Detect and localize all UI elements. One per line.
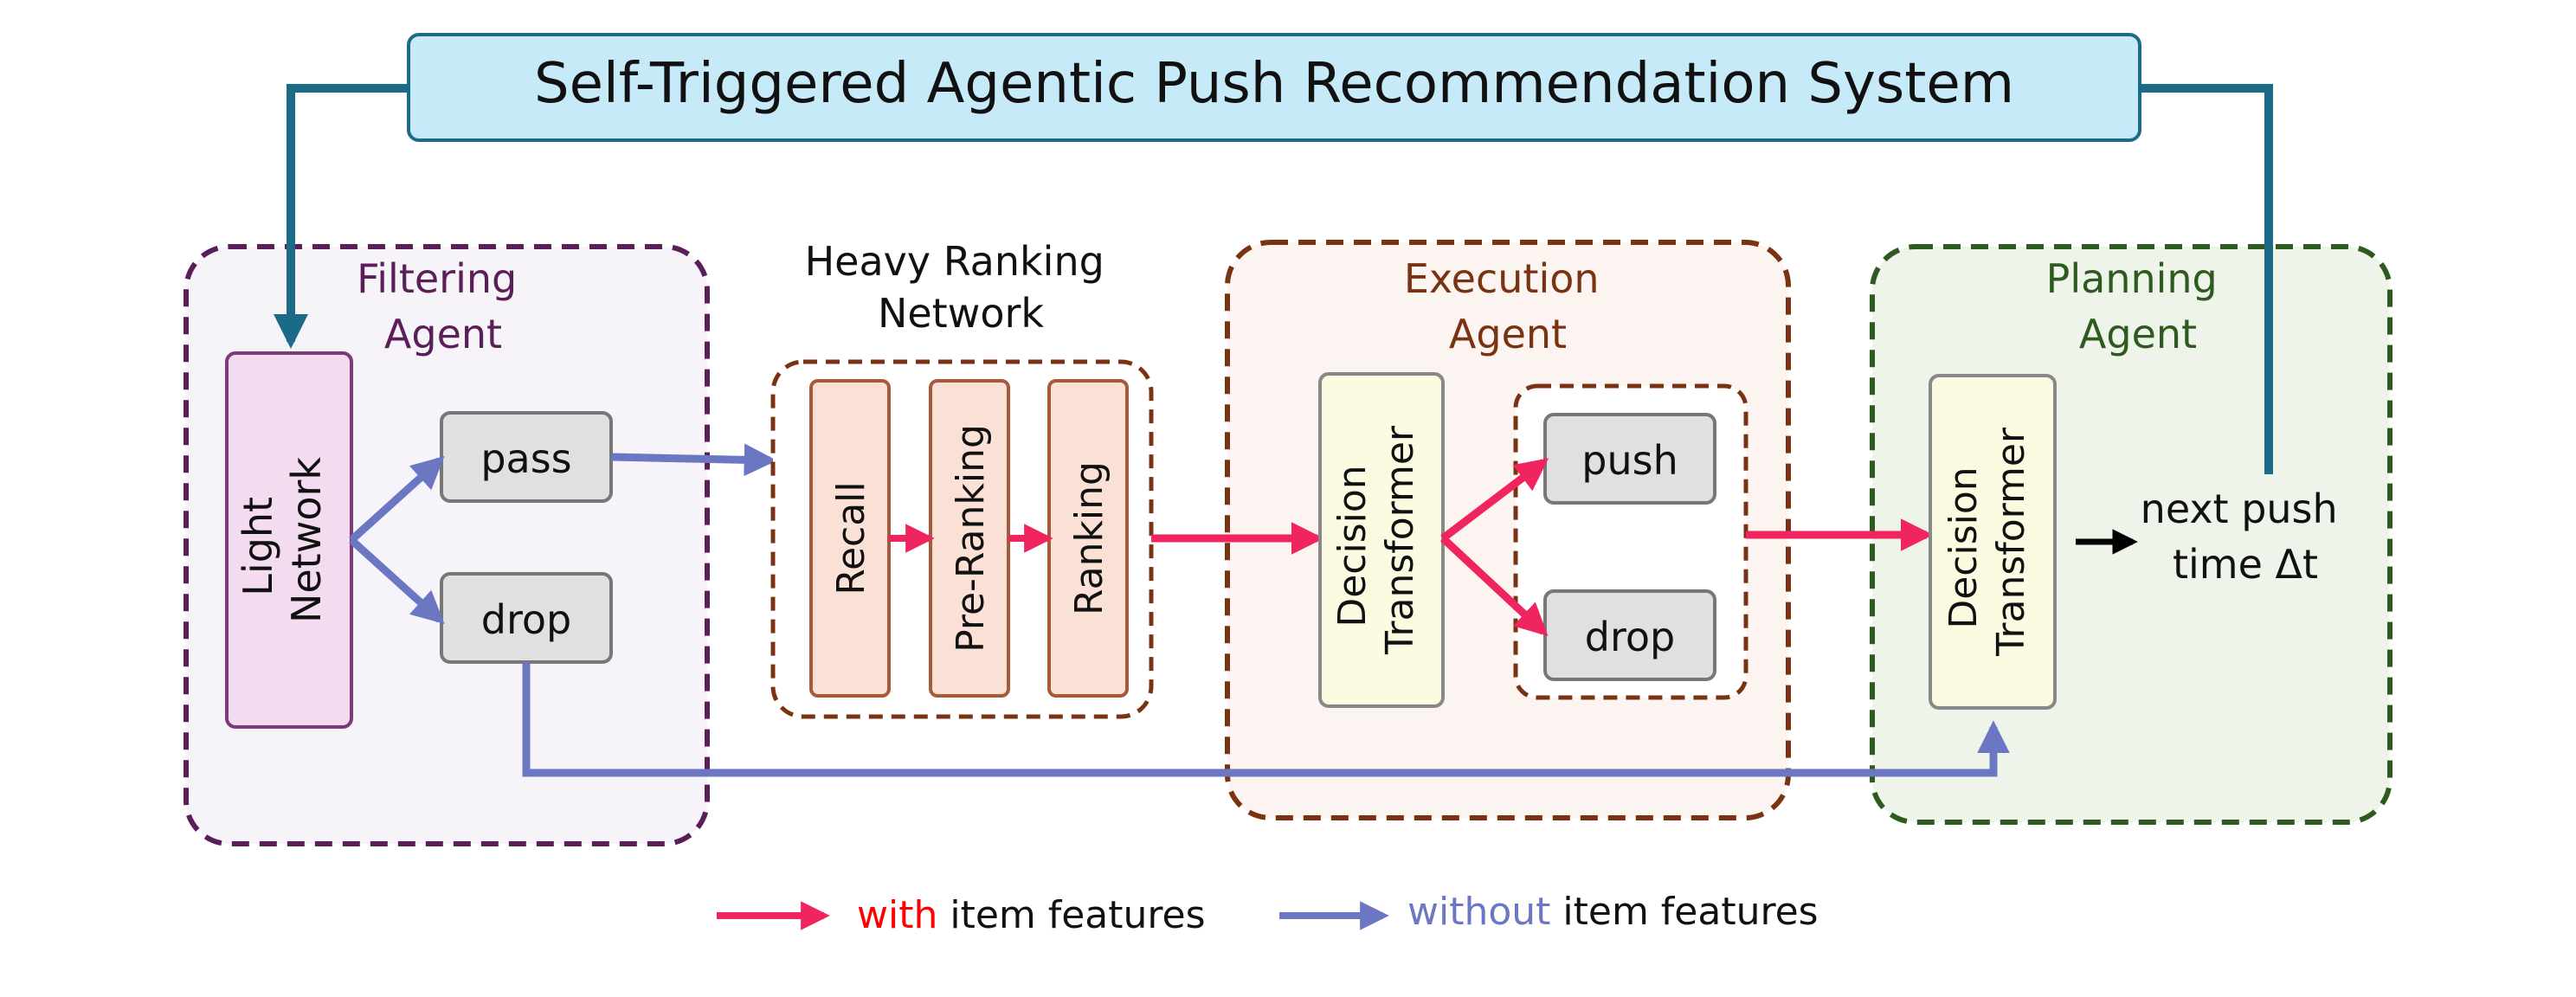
execution-drop-label: drop [1585, 614, 1675, 660]
legend-with-label: with item features [857, 893, 1206, 937]
push-label: push [1581, 437, 1678, 484]
legend-without-rest: item features [1550, 890, 1818, 934]
planning-agent-label: Planning Agent [2046, 255, 2231, 357]
ranking-label: Ranking [1067, 461, 1111, 615]
planning-decision-transformer-label: Decision Transformer [1942, 427, 2033, 657]
drop-to-planning-arrow [522, 662, 2010, 777]
filtering-agent-label: Filtering Agent [357, 255, 530, 357]
page-title: Self-Triggered Agentic Push Recommendati… [534, 52, 2014, 116]
pass-label: pass [480, 435, 571, 482]
heavy-ranking-label: Heavy Ranking Network [805, 238, 1117, 337]
legend-without-word: without [1407, 890, 1550, 934]
light-network-label: Light Network [235, 457, 330, 623]
light-to-pass-arrow [348, 455, 445, 544]
pass-to-heavy-arrow [610, 443, 777, 477]
dt-to-drop-arrow [1439, 535, 1549, 637]
feedback-loop-connector [291, 84, 2273, 474]
next-push-time-label: next push time Δt [2141, 486, 2351, 588]
filter-drop-label: drop [481, 596, 571, 643]
light-to-drop-arrow [348, 537, 445, 625]
planning-decision-transformer-box [1929, 374, 2057, 710]
legend-without-label: without item features [1407, 890, 1819, 934]
pre-ranking-label: Pre-Ranking [949, 424, 993, 653]
execution-decision-transformer-label: Decision Transformer [1330, 425, 1422, 655]
execution-agent-label: Execution Agent [1404, 255, 1612, 357]
legend-with-rest: item features [937, 893, 1205, 937]
legend-with-word: with [857, 893, 937, 937]
dt-to-push-arrow [1440, 458, 1549, 542]
recall-label: Recall [829, 481, 873, 595]
